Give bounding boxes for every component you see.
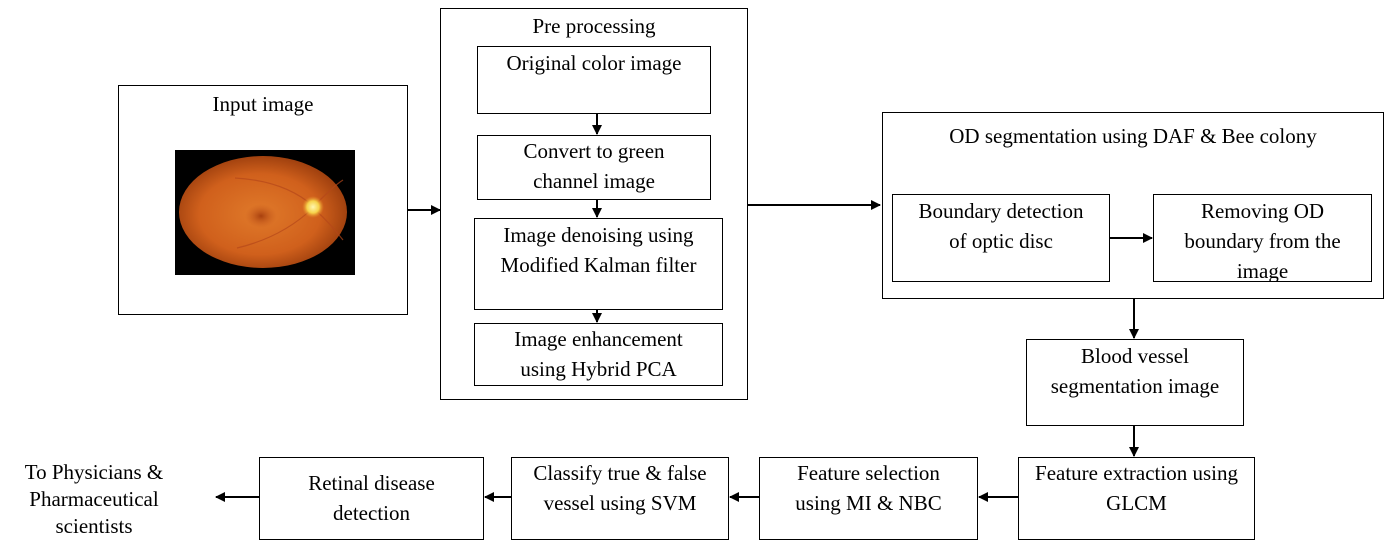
retinal-detection-box: Retinal disease detection — [259, 457, 484, 540]
feature-extraction-line2: GLCM — [1106, 491, 1167, 515]
preprocessing-title: Pre processing — [532, 14, 656, 38]
enhancement-box: Image enhancement using Hybrid PCA — [474, 323, 723, 386]
classify-box: Classify true & false vessel using SVM — [511, 457, 729, 540]
denoising-box: Image denoising using Modified Kalman fi… — [474, 218, 723, 310]
retina-fundus-image — [175, 150, 355, 275]
retinal-detection-line1: Retinal disease — [308, 471, 435, 495]
boundary-detection-line2: of optic disc — [949, 229, 1053, 253]
denoising-line2: Modified Kalman filter — [500, 253, 697, 277]
enhancement-line1: Image enhancement — [514, 327, 683, 351]
feature-extraction-box: Feature extraction using GLCM — [1018, 457, 1255, 540]
fundus-graphic — [179, 156, 347, 268]
feature-selection-line2: using MI & NBC — [795, 491, 942, 515]
optic-disc-shape — [302, 196, 324, 218]
classify-line2: vessel using SVM — [543, 491, 697, 515]
feature-extraction-line1: Feature extraction using — [1035, 461, 1238, 485]
original-color-image-box: Original color image — [477, 46, 711, 114]
green-channel-box: Convert to green channel image — [477, 135, 711, 200]
classify-line1: Classify true & false — [533, 461, 707, 485]
removing-boundary-box: Removing OD boundary from the image — [1153, 194, 1372, 282]
removing-boundary-line1: Removing OD — [1200, 199, 1325, 223]
input-image-title: Input image — [212, 92, 314, 116]
green-channel-line1: Convert to green — [523, 139, 665, 163]
blood-vessel-line2: segmentation image — [1050, 374, 1220, 398]
boundary-detection-line1: Boundary detection — [918, 199, 1084, 223]
enhancement-line2: using Hybrid PCA — [520, 357, 677, 381]
vessel-lines — [234, 177, 344, 249]
denoising-line1: Image denoising using — [503, 223, 694, 247]
feature-selection-line1: Feature selection — [797, 461, 940, 485]
feature-selection-box: Feature selection using MI & NBC — [759, 457, 978, 540]
original-color-image-label: Original color image — [506, 51, 682, 75]
macula-shape — [245, 204, 277, 228]
output-line1: To Physicians & — [24, 460, 164, 484]
output-line3: scientists — [55, 514, 133, 538]
green-channel-line2: channel image — [533, 169, 655, 193]
od-segmentation-title: OD segmentation using DAF & Bee colony — [949, 124, 1317, 148]
output-line2: Pharmaceutical — [29, 487, 159, 511]
boundary-detection-box: Boundary detection of optic disc — [892, 194, 1110, 282]
removing-boundary-line2: boundary from the — [1184, 229, 1341, 253]
blood-vessel-box: Blood vessel segmentation image — [1026, 339, 1244, 426]
retinal-detection-line2: detection — [333, 501, 410, 525]
blood-vessel-line1: Blood vessel — [1081, 344, 1189, 368]
removing-boundary-line3: image — [1236, 259, 1289, 282]
